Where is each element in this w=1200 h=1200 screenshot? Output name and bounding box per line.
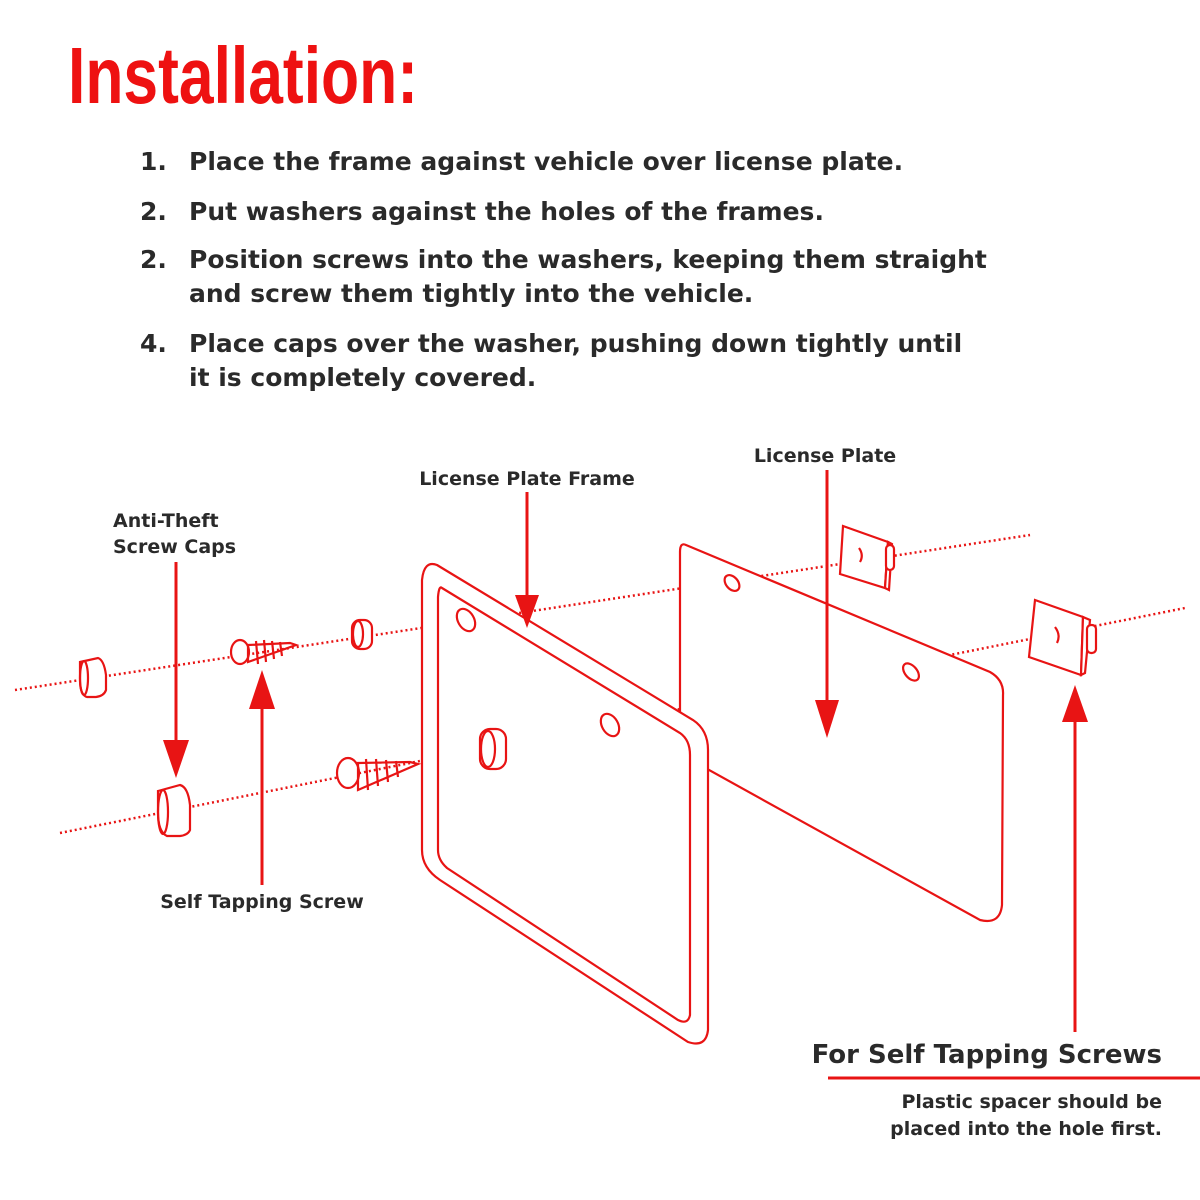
arrow-caps: [163, 562, 189, 778]
license-plate-frame-illustration: [420, 562, 710, 1045]
step-number: 2.: [140, 197, 167, 226]
label-license-plate: License Plate: [754, 445, 896, 467]
lower-alignment-line: [59, 606, 1186, 835]
step-number: 2.: [140, 245, 167, 274]
license-plate-illustration: [678, 543, 1005, 923]
screw-cap-lower: [156, 783, 192, 838]
step-number: 4.: [140, 329, 167, 358]
step-text: Put washers against the holes of the fra…: [189, 197, 824, 226]
steps-list: 1. Place the frame against vehicle over …: [140, 147, 987, 392]
note-line-2: placed into the hole first.: [890, 1118, 1162, 1140]
label-screw-caps: Screw Caps: [113, 536, 236, 558]
label-license-plate-frame: License Plate Frame: [419, 468, 635, 490]
plastic-spacer-upper: [838, 524, 896, 592]
label-self-tapping-screw: Self Tapping Screw: [160, 891, 364, 913]
label-anti-theft: Anti-Theft: [113, 510, 219, 532]
step-text: Place caps over the washer, pushing down…: [189, 329, 962, 358]
arrow-screw: [249, 670, 275, 885]
note-title: For Self Tapping Screws: [812, 1040, 1162, 1070]
arrow-spacer: [1062, 685, 1088, 1032]
step-text: Place the frame against vehicle over lic…: [189, 147, 903, 176]
step-text: it is completely covered.: [189, 363, 536, 392]
screw-lower: [335, 756, 422, 792]
page-title: Installation:: [68, 31, 418, 120]
note-line-1: Plastic spacer should be: [901, 1091, 1162, 1113]
washer-upper: [350, 618, 374, 651]
arrow-plate: [815, 470, 839, 738]
screw-cap-upper: [78, 656, 108, 699]
screw-upper: [229, 638, 300, 666]
arrow-frame: [515, 492, 539, 628]
step-text: Position screws into the washers, keepin…: [189, 245, 987, 274]
plastic-spacer-lower: [1027, 598, 1098, 677]
step-number: 1.: [140, 147, 167, 176]
washer-lower: [478, 727, 508, 771]
step-text: and screw them tightly into the vehicle.: [189, 279, 753, 308]
